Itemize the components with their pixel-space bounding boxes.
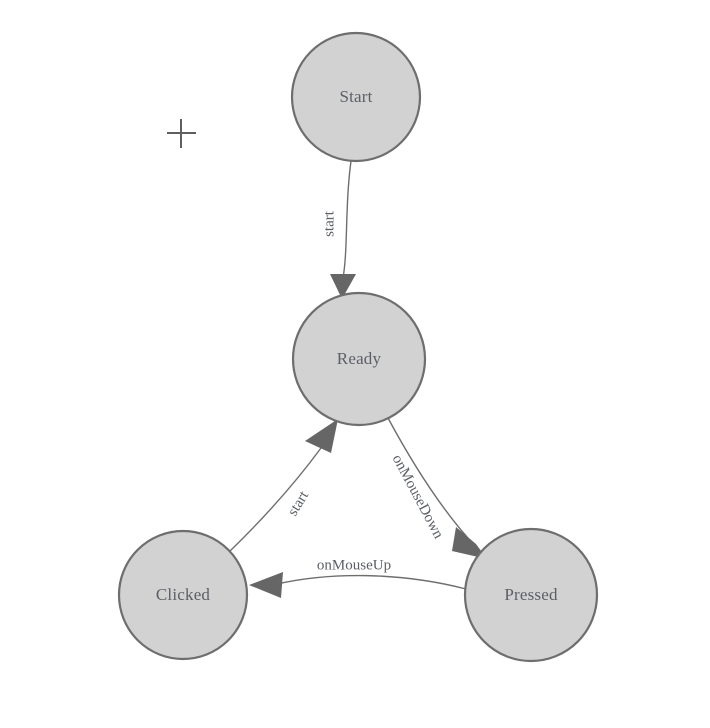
- node-pressed-circle[interactable]: [463, 527, 599, 663]
- node-clicked-circle[interactable]: [117, 529, 249, 661]
- node-ready[interactable]: Ready: [291, 291, 427, 427]
- edge-label-clicked-to-ready: start: [285, 488, 312, 519]
- edge-start-to-ready[interactable]: start: [321, 160, 356, 299]
- node-pressed-label: Pressed: [504, 585, 558, 604]
- edge-pressed-to-clicked-path[interactable]: [276, 574, 467, 590]
- edge-pressed-to-clicked-arrowhead: [249, 572, 283, 598]
- edge-label-pressed-to-clicked: onMouseUp: [317, 557, 391, 573]
- edge-clicked-to-ready-arrowhead: [305, 419, 338, 453]
- edge-ready-to-pressed[interactable]: onMouseDown: [387, 417, 487, 559]
- node-ready-circle[interactable]: [291, 291, 427, 427]
- edge-label-ready-to-pressed: onMouseDown: [389, 452, 447, 542]
- edge-label-start-to-ready: start: [321, 210, 337, 237]
- node-clicked[interactable]: Clicked: [117, 529, 249, 661]
- node-clicked-label: Clicked: [156, 585, 211, 604]
- plus-crosshair-icon[interactable]: [167, 119, 196, 148]
- edge-clicked-to-ready-path[interactable]: [228, 447, 322, 553]
- node-ready-label: Ready: [337, 349, 382, 368]
- node-pressed[interactable]: Pressed: [463, 527, 599, 663]
- edge-start-to-ready-arrowhead: [330, 274, 356, 299]
- edge-ready-to-pressed-arrowhead: [452, 527, 487, 559]
- edge-start-to-ready-path[interactable]: [342, 160, 352, 279]
- node-start-circle[interactable]: [290, 31, 422, 163]
- edge-clicked-to-ready[interactable]: start: [228, 419, 338, 553]
- edge-pressed-to-clicked[interactable]: onMouseUp: [249, 557, 467, 598]
- node-start[interactable]: Start: [290, 31, 422, 163]
- node-start-label: Start: [339, 87, 372, 106]
